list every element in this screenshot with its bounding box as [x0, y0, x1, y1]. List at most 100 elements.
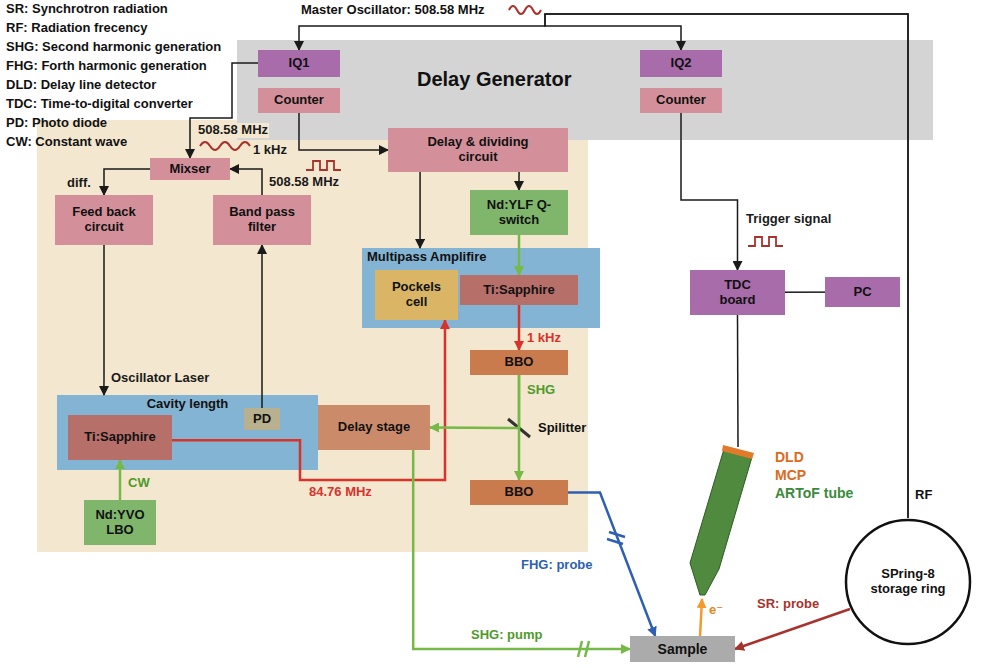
feedback-box: Feed back circuit: [55, 195, 153, 245]
box-label: Counter: [656, 93, 706, 108]
band-heading: Delay Generator: [417, 68, 572, 91]
artof-tube: DLDMCPARToF tube: [683, 445, 843, 600]
part-label: DLD: [775, 449, 804, 465]
connector-label: FHG: probe: [520, 558, 594, 573]
counter-box: Counter: [640, 88, 722, 113]
crystal-box: Ti:Sapphire: [460, 275, 578, 305]
box-label: Band pass filter: [218, 205, 306, 235]
connector: [568, 493, 655, 637]
sine-symbol: [200, 142, 250, 150]
part-label: MCP: [775, 467, 806, 483]
abbreviation-note: RF: Radiation frecency: [5, 21, 149, 36]
connector-label: 84.76 MHz: [308, 485, 373, 500]
laser-system-region: [37, 120, 588, 552]
box-label: Sample: [658, 641, 708, 657]
connector: [419, 172, 421, 248]
box-label: Feed back circuit: [60, 205, 148, 235]
box-label: PD: [253, 412, 271, 427]
box-label: Pockels cell: [380, 280, 453, 310]
connector-label: e⁻: [708, 603, 724, 618]
connector: [518, 235, 521, 275]
box-label: Counter: [274, 93, 324, 108]
bbo-crystal-box: BBO: [470, 480, 568, 505]
connector-label: CW: [127, 476, 151, 491]
pump-laser-box: Nd:YVO LBO: [84, 500, 156, 545]
box-label: IQ1: [289, 56, 310, 71]
band-fill: [362, 248, 600, 328]
sine-symbol: [509, 6, 541, 14]
detector-cap: [722, 445, 754, 459]
box-label: Ti:Sapphire: [483, 283, 554, 298]
connector-label: SHG: [526, 383, 556, 398]
filter-box: Band pass filter: [213, 195, 311, 245]
abbreviation-note: SHG: Second harmonic generation: [5, 40, 222, 55]
tube-drawing: [683, 445, 843, 600]
connector: [230, 169, 262, 195]
connector-label: diff.: [66, 176, 92, 191]
connector: [681, 113, 738, 270]
connector: [261, 245, 263, 408]
connector: [103, 245, 105, 395]
counter-box: Counter: [258, 88, 340, 113]
connector-label: 508.58 MHz: [268, 175, 340, 190]
iq-module: IQ2: [640, 50, 722, 77]
delay-circuit-box: Delay & dividing circuit: [388, 128, 568, 172]
box-label: TDC board: [707, 278, 769, 308]
abbreviation-note: SR: Synchrotron radiation: [5, 2, 169, 17]
connector: [518, 305, 521, 350]
part-label: ARToF tube: [775, 485, 853, 501]
connector: [299, 14, 908, 518]
connector-label: SR: probe: [756, 597, 820, 612]
amplifier-band: Multipass AmplifirePockels cell Ti:Sapphi…: [362, 248, 600, 328]
abbreviation-note: TDC: Time-to-digital converter: [5, 97, 194, 112]
box-label: Nd:YVO LBO: [89, 508, 151, 538]
box-label: Mixser: [169, 162, 210, 177]
sample-box: Sample: [630, 636, 735, 662]
band-heading: Multipass Amplifire: [367, 250, 486, 265]
box-label: Ti:Sapphire: [84, 430, 155, 445]
box-label: SPring-8 storage ring: [858, 567, 958, 597]
signal-label: RF: [914, 488, 933, 503]
tdc-board-box: TDC board: [690, 270, 785, 315]
connector: [104, 169, 150, 195]
crystal-box: Ti:Sapphire: [68, 415, 172, 460]
connector: [545, 14, 908, 518]
connector: [430, 375, 519, 428]
band-fill: [57, 395, 318, 470]
abbreviation-note: DLD: Delay line detector: [5, 78, 157, 93]
connector: [518, 375, 521, 480]
connector: [735, 609, 850, 649]
abbreviation-note: PD: Photo diode: [5, 116, 108, 131]
connector-label: 1 kHz: [252, 143, 288, 158]
oscillator-band: Cavity lengthTi:SapphirePD: [57, 395, 318, 470]
connector: [700, 599, 702, 636]
box-label: BBO: [505, 355, 534, 370]
abbreviation-note: CW: Constant wave: [5, 135, 128, 150]
connector: [299, 113, 388, 150]
connector: [737, 315, 739, 447]
connector-label: SHG: pump: [470, 628, 544, 643]
ring-circle: [846, 520, 970, 644]
connector: [413, 450, 630, 649]
delay-generator-band: Delay Generator IQ1Counter IQ2Counter: [237, 40, 933, 140]
tube-body: [690, 449, 752, 595]
box-label: Nd:YLF Q-switch: [475, 198, 563, 228]
mixer-box: Mixser: [150, 158, 230, 180]
band-fills: [57, 40, 933, 470]
pulse-train-symbol: [748, 237, 783, 246]
storage-ring: SPring-8 storage ring: [844, 518, 972, 646]
band-fill: [237, 40, 933, 140]
bbo-crystal-box: BBO: [470, 350, 568, 375]
iq-module: IQ1: [258, 50, 340, 77]
part-label: Spilitter: [537, 421, 587, 436]
connector-label: 508.58 MHz: [197, 123, 269, 138]
connector: [518, 172, 520, 190]
pc-box: PC: [825, 277, 900, 307]
abbreviation-note: FHG: Forth harmonic generation: [5, 59, 208, 74]
